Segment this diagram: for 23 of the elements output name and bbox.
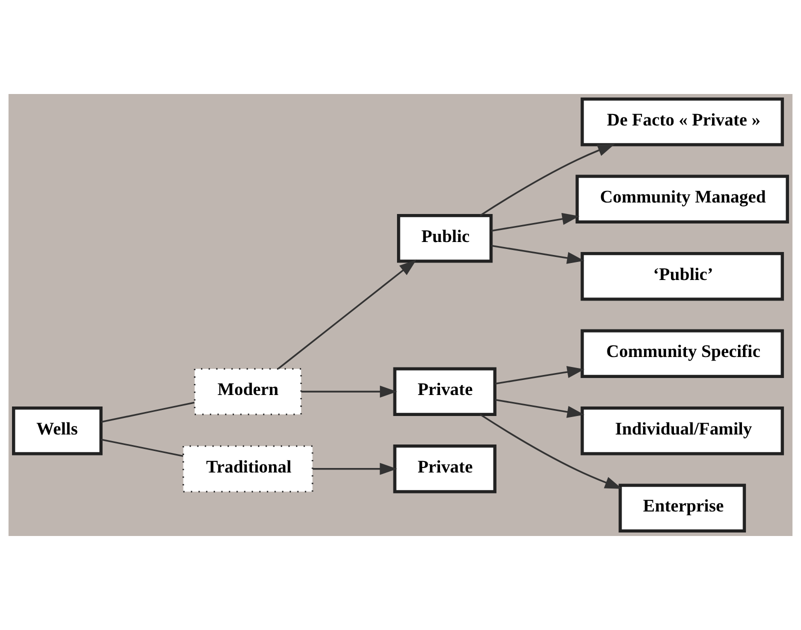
arrow (312, 462, 398, 475)
node-box: Modern (194, 368, 302, 416)
arrow (491, 244, 584, 264)
node-box: De Facto « Private » (580, 97, 784, 146)
node-box: Private (393, 367, 496, 416)
node-box: Individual/Family (580, 406, 784, 456)
node-box: Enterprise (618, 484, 746, 533)
connector (101, 402, 195, 423)
connector (101, 438, 184, 457)
arrow (301, 386, 398, 398)
node-box: ‘Public’ (580, 252, 784, 301)
arrow (480, 414, 622, 489)
arrow (495, 366, 584, 384)
node-box: Private (393, 444, 496, 494)
arrow (278, 260, 417, 370)
node-box: Community Specific (580, 329, 784, 378)
node-box: Wells (12, 406, 103, 456)
node-box: Public (397, 214, 493, 263)
arrow (495, 399, 584, 418)
arrow (480, 144, 615, 216)
node-box: Community Managed (576, 174, 789, 224)
arrow (491, 213, 580, 232)
node-box: Traditional (182, 445, 314, 492)
